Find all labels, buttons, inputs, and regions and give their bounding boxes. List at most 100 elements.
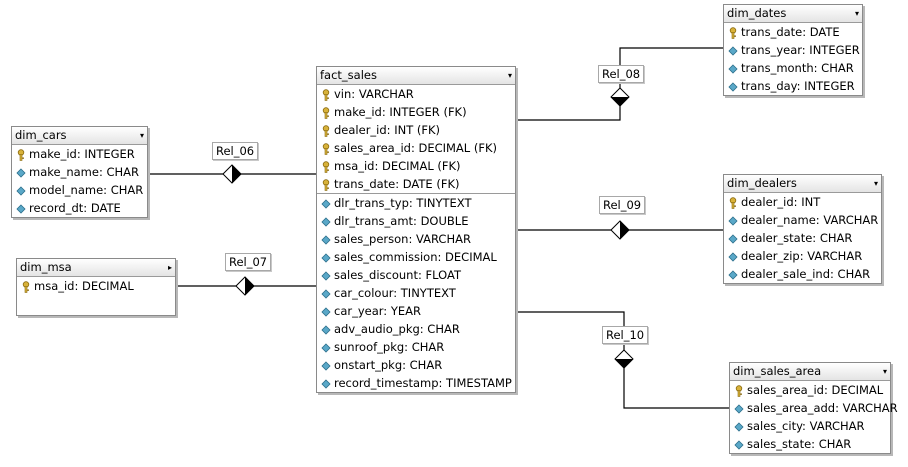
dim-msa-table[interactable]: dim_msa ▸ msa_id: DECIMAL xyxy=(16,258,176,316)
column-label: car_colour: TINYTEXT xyxy=(334,286,456,300)
column-icon xyxy=(16,202,26,214)
column-icon xyxy=(728,62,738,74)
rel-09-diamond xyxy=(610,220,630,240)
column-row[interactable]: sales_person: VARCHAR xyxy=(317,230,515,248)
column-row[interactable]: trans_year: INTEGER xyxy=(724,41,862,59)
column-icon xyxy=(16,166,26,178)
column-row[interactable]: make_name: CHAR xyxy=(12,163,147,181)
dim-sales-area-table[interactable]: dim_sales_area ▾ sales_area_id: DECIMAL sal… xyxy=(729,362,898,454)
column-row[interactable]: dealer_zip: VARCHAR xyxy=(724,247,881,265)
column-row[interactable]: trans_month: CHAR xyxy=(724,59,862,77)
key-icon xyxy=(728,196,738,209)
rel-08-label[interactable]: Rel_08 xyxy=(598,65,645,83)
column-row[interactable]: trans_date: DATE xyxy=(724,23,862,41)
column-row[interactable]: make_id: INTEGER xyxy=(12,145,147,163)
key-icon xyxy=(321,106,331,119)
column-label: trans_date: DATE (FK) xyxy=(334,177,460,191)
column-icon xyxy=(321,269,331,281)
rel-10-label[interactable]: Rel_10 xyxy=(602,326,649,344)
column-icon xyxy=(734,402,744,414)
column-icon xyxy=(321,341,331,353)
table-title[interactable]: dim_dates ▾ xyxy=(724,5,862,23)
dim-dealers-table[interactable]: dim_dealers▾dealer_id: INT dealer_name: V… xyxy=(723,174,882,284)
column-label: dealer_sale_ind: CHAR xyxy=(741,267,871,281)
table-title[interactable]: dim_cars▾ xyxy=(12,127,147,145)
column-label: vin: VARCHAR xyxy=(334,87,414,101)
column-row[interactable]: dealer_id: INT xyxy=(724,193,881,211)
column-label: record_dt: DATE xyxy=(29,201,121,215)
fact-sales-table[interactable]: fact_sales▾ vin: VARCHAR make_id: INTEGER … xyxy=(316,66,516,393)
table-title[interactable]: dim_msa ▸ xyxy=(17,259,175,277)
key-icon xyxy=(321,178,331,191)
column-label: make_id: INTEGER xyxy=(29,147,135,161)
column-row[interactable]: dlr_trans_typ: TINYTEXT xyxy=(317,193,515,212)
column-row[interactable]: record_timestamp: TIMESTAMP xyxy=(317,374,515,392)
key-icon xyxy=(321,160,331,173)
column-row[interactable]: sales_area_id: DECIMAL xyxy=(730,381,890,399)
column-row[interactable]: dealer_id: INT (FK) xyxy=(317,121,515,139)
column-row[interactable]: sales_commission: DECIMAL xyxy=(317,248,515,266)
column-row[interactable]: sunroof_pkg: CHAR xyxy=(317,338,515,356)
collapse-arrow-icon[interactable]: ▾ xyxy=(854,9,859,18)
column-label: dealer_zip: VARCHAR xyxy=(741,249,863,263)
collapse-arrow-icon[interactable]: ▾ xyxy=(873,179,878,188)
column-row[interactable]: dealer_sale_ind: CHAR xyxy=(724,265,881,283)
table-name: dim_sales_area xyxy=(733,364,822,378)
column-row[interactable]: trans_day: INTEGER xyxy=(724,77,862,95)
column-icon xyxy=(728,214,738,226)
column-row[interactable]: sales_area_id: DECIMAL (FK) xyxy=(317,139,515,157)
column-row[interactable]: make_id: INTEGER (FK) xyxy=(317,103,515,121)
key-icon xyxy=(321,88,331,101)
column-icon xyxy=(728,250,738,262)
column-icon xyxy=(321,233,331,245)
rel-07-label[interactable]: Rel_07 xyxy=(225,253,272,271)
column-row[interactable]: trans_date: DATE (FK) xyxy=(317,175,515,193)
column-icon xyxy=(728,232,738,244)
table-title[interactable]: dim_sales_area ▾ xyxy=(730,363,890,381)
key-icon xyxy=(16,148,26,161)
column-icon xyxy=(734,438,744,450)
column-row[interactable]: dlr_trans_amt: DOUBLE xyxy=(317,212,515,230)
column-label: make_id: INTEGER (FK) xyxy=(334,105,467,119)
table-title[interactable]: dim_dealers▾ xyxy=(724,175,881,193)
column-row[interactable]: dealer_state: CHAR xyxy=(724,229,881,247)
column-row[interactable]: car_colour: TINYTEXT xyxy=(317,284,515,302)
column-row[interactable]: vin: VARCHAR xyxy=(317,85,515,103)
column-row[interactable]: msa_id: DECIMAL (FK) xyxy=(317,157,515,175)
collapse-arrow-icon[interactable]: ▾ xyxy=(507,71,512,80)
column-label: dlr_trans_typ: TINYTEXT xyxy=(334,196,472,210)
column-label: car_year: YEAR xyxy=(334,304,421,318)
column-row[interactable]: sales_city: VARCHAR xyxy=(730,417,890,435)
column-row[interactable]: sales_area_add: VARCHAR xyxy=(730,399,898,417)
column-label: sales_commission: DECIMAL xyxy=(334,250,497,264)
dim-cars-table[interactable]: dim_cars▾ make_id: INTEGER make_name: CHAR… xyxy=(11,126,148,218)
column-row[interactable]: adv_audio_pkg: CHAR xyxy=(317,320,515,338)
column-icon xyxy=(728,268,738,280)
column-row[interactable]: car_year: YEAR xyxy=(317,302,515,320)
column-row[interactable]: sales_state: CHAR xyxy=(730,435,890,453)
column-row[interactable]: sales_discount: FLOAT xyxy=(317,266,515,284)
rel-09-label[interactable]: Rel_09 xyxy=(599,196,646,214)
rel-08-diamond xyxy=(610,87,630,107)
table-name: dim_msa xyxy=(20,260,72,274)
key-icon xyxy=(321,124,331,137)
column-row[interactable]: model_name: CHAR xyxy=(12,181,147,199)
column-row[interactable]: record_dt: DATE xyxy=(12,199,147,217)
column-label: sales_area_id: DECIMAL (FK) xyxy=(334,141,497,155)
column-label: sales_area_add: VARCHAR xyxy=(747,401,898,415)
column-label: sales_person: VARCHAR xyxy=(334,232,471,246)
column-icon xyxy=(321,323,331,335)
column-row[interactable]: msa_id: DECIMAL xyxy=(17,277,175,295)
column-label: dealer_name: VARCHAR xyxy=(741,213,879,227)
column-icon xyxy=(321,359,331,371)
rel-06-label[interactable]: Rel_06 xyxy=(212,142,259,160)
column-label: trans_month: CHAR xyxy=(741,61,854,75)
table-title[interactable]: fact_sales▾ xyxy=(317,67,515,85)
column-row[interactable]: dealer_name: VARCHAR xyxy=(724,211,881,229)
column-row[interactable]: onstart_pkg: CHAR xyxy=(317,356,515,374)
table-name: dim_dates xyxy=(727,6,787,20)
expand-arrow-icon[interactable]: ▸ xyxy=(167,263,172,272)
collapse-arrow-icon[interactable]: ▾ xyxy=(882,367,887,376)
collapse-arrow-icon[interactable]: ▾ xyxy=(139,131,144,140)
